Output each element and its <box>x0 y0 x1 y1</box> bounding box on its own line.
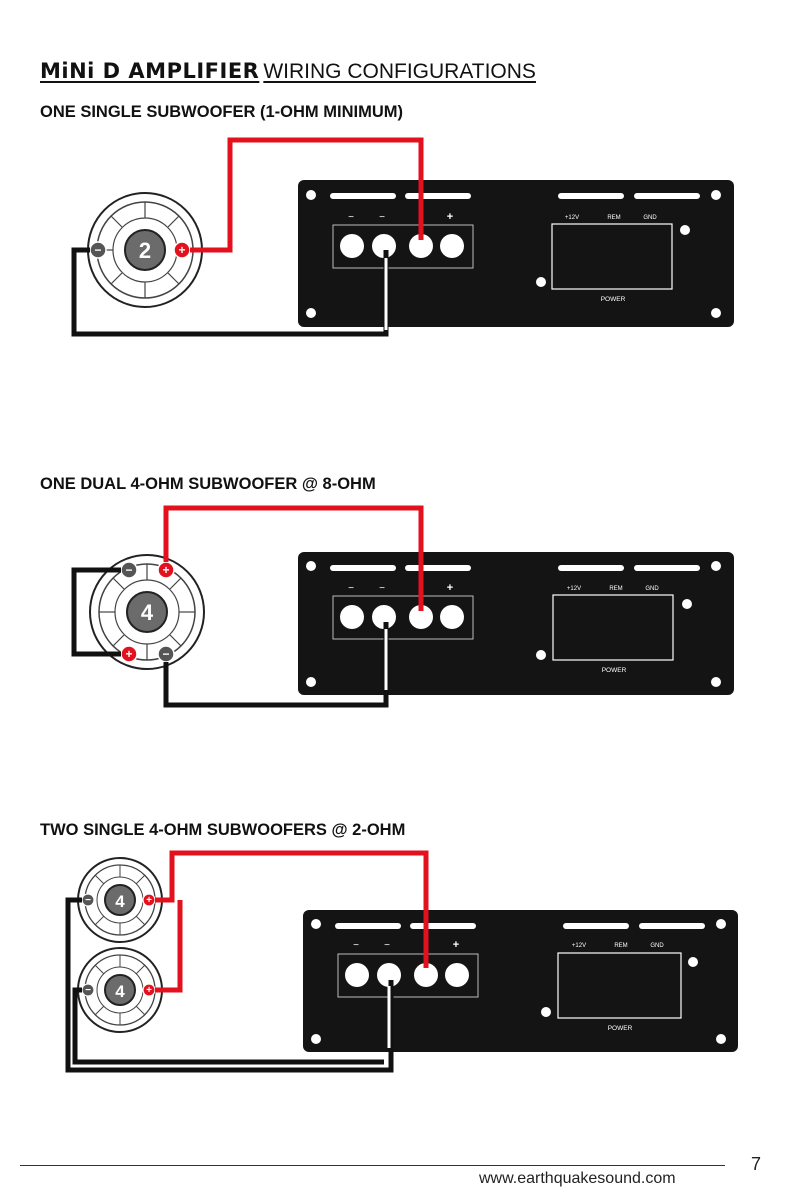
page-number: 7 <box>751 1154 761 1175</box>
amp-terminal-1 <box>340 234 364 258</box>
svg-text:−: − <box>125 563 132 577</box>
footer-url: www.earthquakesound.com <box>479 1170 676 1188</box>
amp-terminal-4 <box>440 605 464 629</box>
amplifier-2: − − + +12V REM GND POWER <box>298 552 734 695</box>
amp-label-neg-1: − <box>353 940 359 951</box>
config-2-diagram: − − + +12V REM GND POWER 4 − + + <box>0 500 788 715</box>
amp-terminal-4 <box>445 963 469 987</box>
woofer-rating-2: 4 <box>115 982 125 1001</box>
svg-text:+: + <box>125 647 132 661</box>
amp-label-neg-2: − <box>384 940 390 951</box>
amp-label-pos: + <box>447 582 453 594</box>
svg-text:−: − <box>94 243 101 257</box>
woofer-1: 2 − + <box>88 193 202 307</box>
amp-power-caption: POWER <box>602 667 627 674</box>
amp-label-pos: + <box>447 211 453 223</box>
title-text: WIRING CONFIGURATIONS <box>263 60 536 83</box>
amp-label-12v: +12V <box>565 215 579 221</box>
amp-terminal-4 <box>440 234 464 258</box>
config-3-diagram: − − + +12V REM GND POWER 4 − + <box>0 845 788 1075</box>
amp-terminal-1 <box>340 605 364 629</box>
amp-label-12v: +12V <box>572 943 586 949</box>
svg-text:+: + <box>162 563 169 577</box>
amp-label-gnd: GND <box>650 943 664 949</box>
config-1-diagram: − − + +12V REM GND POWER 2 − + <box>0 130 788 350</box>
amp-label-rem: REM <box>607 215 620 221</box>
svg-text:+: + <box>146 985 152 996</box>
amp-power-caption: POWER <box>601 296 626 303</box>
amplifier-1: − − + +12V REM GND POWER <box>298 180 734 327</box>
woofer-top: 4 − + <box>78 858 162 942</box>
amp-label-pos: + <box>453 939 459 951</box>
amp-label-neg-2: − <box>379 212 385 223</box>
svg-text:−: − <box>85 895 91 906</box>
svg-text:+: + <box>178 243 185 257</box>
config-3-heading: TWO SINGLE 4-OHM SUBWOOFERS @ 2-OHM <box>40 821 405 840</box>
amp-power-caption: POWER <box>608 1025 633 1032</box>
woofer-rating-1: 4 <box>115 892 125 911</box>
woofer-bottom: 4 − + <box>78 948 162 1032</box>
svg-text:+: + <box>146 895 152 906</box>
amp-label-rem: REM <box>609 586 622 592</box>
woofer-rating: 4 <box>141 600 154 625</box>
amp-label-gnd: GND <box>645 586 659 592</box>
amp-label-neg-2: − <box>379 583 385 594</box>
svg-text:−: − <box>162 647 169 661</box>
config-2-heading: ONE DUAL 4-OHM SUBWOOFER @ 8-OHM <box>40 475 376 494</box>
woofer-rating: 2 <box>139 238 151 263</box>
amp-label-rem: REM <box>614 943 627 949</box>
config-1-heading: ONE SINGLE SUBWOOFER (1-OHM MINIMUM) <box>40 103 403 122</box>
amp-label-gnd: GND <box>643 215 657 221</box>
amp-label-12v: +12V <box>567 586 581 592</box>
amp-label-neg-1: − <box>348 583 354 594</box>
brand-logo-text: MiNi D AMPLIFIER <box>40 59 259 83</box>
svg-text:−: − <box>85 985 91 996</box>
footer-divider <box>20 1165 725 1166</box>
amplifier-3: − − + +12V REM GND POWER <box>303 910 738 1052</box>
amp-terminal-1 <box>345 963 369 987</box>
amp-label-neg-1: − <box>348 212 354 223</box>
